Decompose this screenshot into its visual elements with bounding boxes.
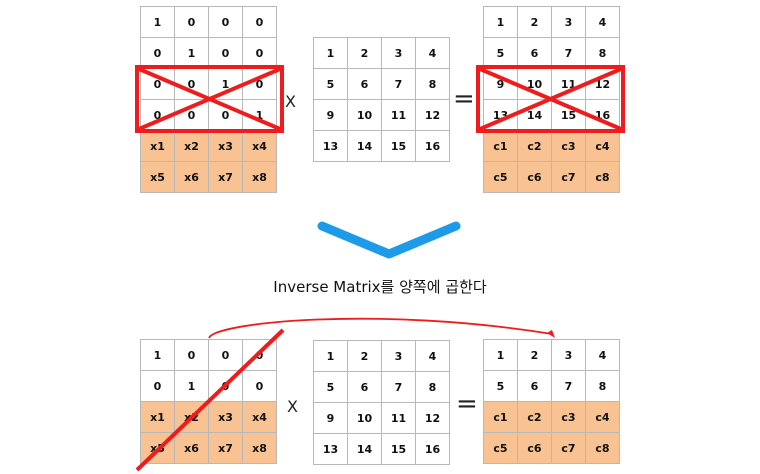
chevron-down-arrow-icon	[317, 221, 461, 259]
matrix-cell: 14	[347, 130, 382, 162]
matrix-cell: 6	[347, 68, 382, 100]
matrix-cell: 3	[551, 339, 586, 371]
matrix-cell: 4	[585, 6, 620, 38]
matrix-cell: 0	[140, 37, 175, 69]
curved-arrow-icon	[208, 317, 553, 339]
top-multiply-sign: X	[285, 92, 296, 111]
strike-through-line	[135, 328, 285, 472]
matrix-cell: 3	[381, 37, 416, 69]
matrix-cell: c6	[517, 161, 552, 193]
matrix-cell: c3	[551, 401, 586, 433]
matrix-cell: 16	[415, 433, 450, 465]
matrix-cell: c1	[483, 401, 518, 433]
matrix-cell: x7	[208, 161, 243, 193]
matrix-cell: 8	[415, 68, 450, 100]
matrix-cell: 12	[415, 99, 450, 131]
top-right-crossed-rows	[476, 65, 625, 133]
caption-text: Inverse Matrix를 양쪽에 곱한다	[273, 278, 487, 296]
matrix-cell: 1	[483, 339, 518, 371]
matrix-cell: 1	[174, 37, 209, 69]
matrix-cell: 1	[140, 6, 175, 38]
matrix-cell: 8	[585, 370, 620, 402]
matrix-cell: 5	[313, 68, 348, 100]
matrix-cell: 0	[208, 37, 243, 69]
matrix-cell: 2	[347, 340, 382, 372]
matrix-cell: x4	[242, 401, 277, 433]
matrix-cell: 4	[415, 340, 450, 372]
matrix-cell: 7	[551, 37, 586, 69]
matrix-cell: c5	[483, 161, 518, 193]
matrix-cell: 0	[208, 339, 243, 371]
matrix-cell: 8	[585, 37, 620, 69]
matrix-cell: 14	[347, 433, 382, 465]
matrix-cell: 13	[313, 433, 348, 465]
matrix-cell: c8	[585, 432, 620, 464]
matrix-cell: 12	[415, 402, 450, 434]
bottom-multiply-sign: X	[287, 397, 298, 416]
matrix-cell: c4	[585, 130, 620, 162]
matrix-cell: 0	[242, 6, 277, 38]
matrix-cell: x5	[140, 161, 175, 193]
matrix-cell: 0	[242, 370, 277, 402]
matrix-cell: 3	[551, 6, 586, 38]
matrix-cell: 7	[551, 370, 586, 402]
matrix-cell: c2	[517, 401, 552, 433]
top-left-crossed-rows	[135, 65, 284, 133]
matrix-cell: c4	[585, 401, 620, 433]
bottom-equals-sign: =	[456, 389, 478, 419]
matrix-cell: 11	[381, 99, 416, 131]
bottom-left-matrix: 10000100x1x2x3x4x5x6x7x8	[140, 339, 277, 464]
matrix-cell: c5	[483, 432, 518, 464]
matrix-cell: c7	[551, 432, 586, 464]
matrix-cell: 5	[313, 371, 348, 403]
matrix-cell: 9	[313, 99, 348, 131]
matrix-cell: 8	[415, 371, 450, 403]
matrix-cell: x6	[174, 432, 209, 464]
matrix-cell: 5	[483, 370, 518, 402]
matrix-cell: c6	[517, 432, 552, 464]
arrow-head-icon	[547, 330, 555, 338]
matrix-cell: 0	[140, 370, 175, 402]
matrix-cell: 9	[313, 402, 348, 434]
matrix-cell: 6	[347, 371, 382, 403]
matrix-cell: x8	[242, 161, 277, 193]
matrix-cell: x8	[242, 432, 277, 464]
matrix-cell: c7	[551, 161, 586, 193]
matrix-cell: 16	[415, 130, 450, 162]
matrix-cell: c8	[585, 161, 620, 193]
matrix-cell: x4	[242, 130, 277, 162]
top-equals-sign: =	[453, 84, 475, 114]
matrix-cell: 4	[585, 339, 620, 371]
matrix-cell: 0	[174, 339, 209, 371]
matrix-cell: 15	[381, 433, 416, 465]
matrix-cell: 15	[381, 130, 416, 162]
matrix-cell: 5	[483, 37, 518, 69]
